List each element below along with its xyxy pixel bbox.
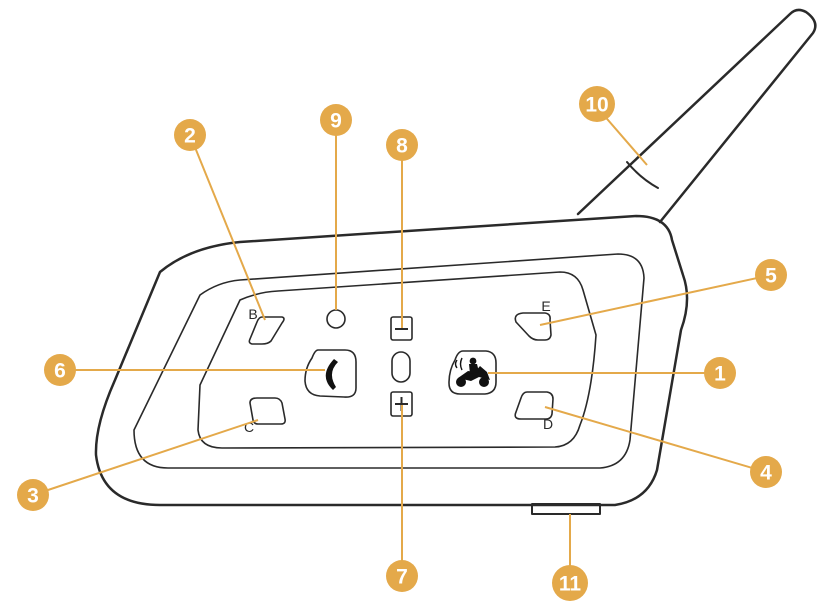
callout-2-number: 2 — [184, 125, 196, 148]
device-body — [94, 214, 689, 507]
front-panel — [197, 271, 597, 449]
phone-button[interactable] — [304, 349, 357, 398]
callout-10-number: 10 — [585, 94, 608, 117]
callout-11: 11 — [552, 565, 588, 601]
callout-5-number: 5 — [765, 265, 777, 288]
button-b-label: B — [248, 306, 257, 322]
phone-handset-icon — [325, 359, 338, 390]
led-indicator — [326, 309, 346, 329]
button-c[interactable]: C — [244, 397, 286, 435]
callout-4-number: 4 — [760, 462, 772, 485]
button-b[interactable]: B — [248, 306, 285, 345]
motorcycle-rider-icon — [454, 357, 490, 387]
callout-1: 1 — [704, 357, 736, 389]
callout-3: 3 — [17, 479, 49, 511]
button-e[interactable]: E — [514, 298, 552, 341]
callout-2: 2 — [174, 119, 206, 151]
callout-6: 6 — [44, 354, 76, 386]
callout-1-number: 1 — [714, 363, 726, 386]
callout-7-number: 7 — [396, 566, 408, 589]
callout-6-number: 6 — [54, 360, 66, 383]
charging-port — [531, 503, 601, 515]
leader-2 — [189, 134, 266, 321]
button-e-label: E — [541, 298, 550, 314]
front-panel-bezel — [133, 253, 645, 469]
button-c-label: C — [244, 419, 254, 435]
callout-10: 10 — [579, 86, 615, 122]
callout-9-number: 9 — [330, 110, 342, 133]
callout-4: 4 — [750, 456, 782, 488]
leader-4 — [544, 406, 767, 473]
callout-leader-lines — [32, 104, 772, 583]
antenna — [576, 8, 817, 224]
callout-5: 5 — [755, 259, 787, 291]
button-d-label: D — [543, 416, 553, 432]
callout-8: 8 — [386, 129, 418, 161]
callout-11-number: 11 — [559, 573, 582, 596]
button-d[interactable]: D — [514, 391, 554, 432]
center-button[interactable] — [391, 351, 411, 383]
intercom-button[interactable] — [448, 350, 497, 395]
callout-7: 7 — [386, 560, 418, 592]
callout-9: 9 — [320, 104, 352, 136]
callout-8-number: 8 — [396, 135, 408, 158]
leader-3 — [32, 419, 259, 496]
callout-3-number: 3 — [27, 485, 39, 508]
leader-5 — [539, 274, 772, 326]
